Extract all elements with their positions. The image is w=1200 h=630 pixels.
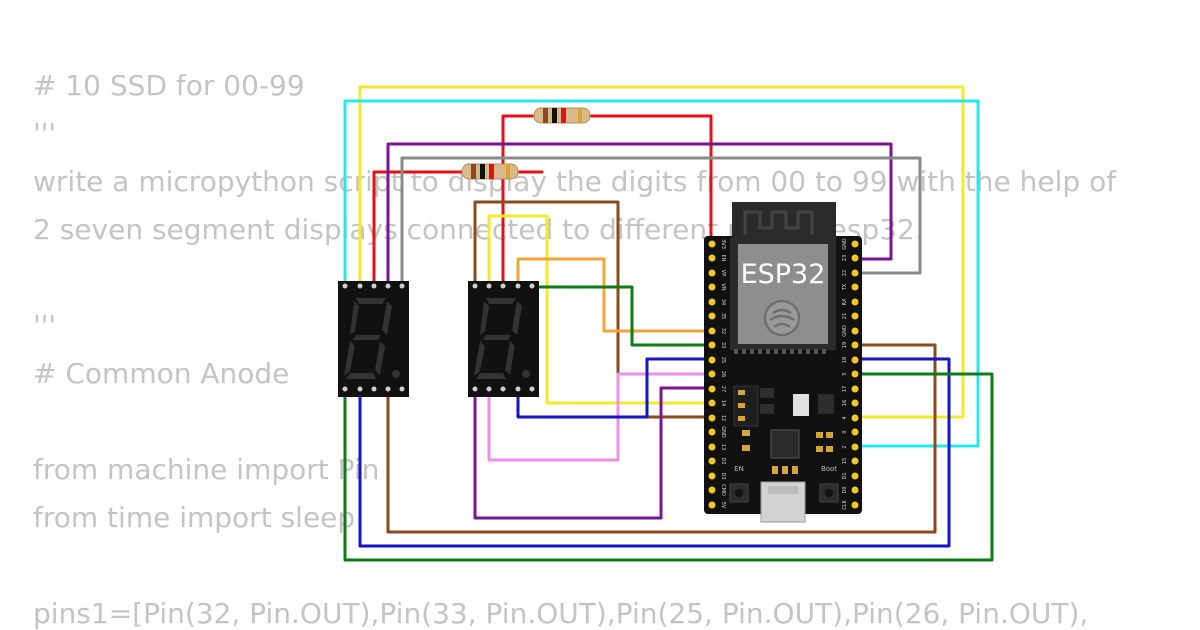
code-line: pins1=[Pin(32, Pin.OUT),Pin(33, Pin.OUT)… bbox=[33, 597, 1089, 630]
code-line: from machine import Pin bbox=[33, 453, 380, 486]
espressif-logo-icon bbox=[763, 299, 801, 337]
right-pin-labels: GND 23 22 TX RX 21 GND 19 18 5 17 16 4 0… bbox=[842, 238, 848, 510]
code-line: ''' bbox=[33, 309, 57, 342]
pin-label: EN bbox=[720, 255, 726, 262]
wire-brown-right-digit bbox=[473, 200, 713, 419]
wire-green-top bbox=[530, 285, 713, 347]
pin-label: 4 bbox=[842, 416, 848, 419]
wire-blue-right-digit bbox=[516, 357, 713, 419]
pin-dots bbox=[708, 240, 859, 509]
code-line: # Common Anode bbox=[33, 357, 290, 390]
pin-label: D2 bbox=[720, 457, 726, 464]
pin-label: 34 bbox=[720, 299, 726, 305]
pin-label: 5 bbox=[842, 372, 848, 375]
pin-label: 18 bbox=[842, 357, 848, 363]
esp32-board: ESP32 EN Boot bbox=[704, 202, 862, 523]
pin-label: 21 bbox=[842, 313, 848, 319]
wire-purple-top bbox=[386, 142, 893, 287]
seven-segment-display-right bbox=[468, 281, 539, 397]
pin-label: CLK bbox=[842, 500, 848, 510]
pin-label: 25 bbox=[720, 357, 726, 363]
chip-label: ESP32 bbox=[741, 259, 826, 290]
pin-label: 23 bbox=[842, 255, 848, 261]
resistor-top bbox=[533, 107, 591, 124]
pin-label: TX bbox=[842, 283, 848, 291]
pin-label: 13 bbox=[720, 444, 726, 450]
en-label: EN bbox=[734, 465, 744, 473]
wire-yellow-right-digit bbox=[487, 214, 713, 405]
pin-label: D1 bbox=[842, 472, 848, 479]
pin-label: GND bbox=[720, 426, 726, 438]
pin-label: RX bbox=[842, 298, 848, 305]
pin-label: 27 bbox=[720, 386, 726, 392]
pin-label: 35 bbox=[720, 313, 726, 319]
pin-label: CMD bbox=[720, 484, 726, 496]
wire-red-vcc bbox=[501, 114, 713, 287]
wire-orange bbox=[516, 257, 713, 333]
pin-label: GND bbox=[842, 325, 848, 337]
en-button[interactable] bbox=[729, 483, 749, 503]
pin-label: VN bbox=[720, 283, 726, 290]
pin-label: 2 bbox=[842, 445, 848, 448]
pin-label: 19 bbox=[842, 342, 848, 348]
wire-cyan-left bbox=[343, 99, 980, 448]
wire-pink bbox=[487, 372, 713, 462]
boot-label: Boot bbox=[821, 465, 837, 473]
antenna bbox=[732, 202, 836, 242]
seven-segment-display-left bbox=[338, 281, 409, 397]
pin-label: VP bbox=[720, 270, 726, 276]
boot-button[interactable] bbox=[819, 483, 839, 503]
pin-label: 32 bbox=[720, 328, 726, 334]
pin-label: 3V3 bbox=[720, 239, 726, 249]
pin-label: GND bbox=[842, 238, 848, 250]
wire-brown-bottom bbox=[386, 343, 937, 534]
wire-yellow-left bbox=[358, 85, 965, 419]
pin-label: 15 bbox=[842, 458, 848, 464]
wire-purple-bottom bbox=[473, 386, 713, 520]
code-line: from time import sleep bbox=[33, 501, 356, 534]
pin-label: 26 bbox=[720, 371, 726, 377]
pin-label: 33 bbox=[720, 342, 726, 348]
pin-label: 22 bbox=[842, 270, 848, 276]
wire-blue-bottom bbox=[358, 357, 951, 548]
left-pin-labels: 3V3 EN VP VN 34 35 32 33 25 26 27 14 12 … bbox=[720, 239, 726, 509]
code-line: ''' bbox=[33, 117, 57, 150]
pin-label: D0 bbox=[842, 486, 848, 493]
pin-label: D3 bbox=[720, 472, 726, 479]
micro-usb-connector-icon bbox=[760, 481, 806, 523]
wire-gray-top bbox=[400, 156, 922, 287]
pin-label: 16 bbox=[842, 400, 848, 406]
pin-label: 12 bbox=[720, 415, 726, 421]
pin-label: 17 bbox=[842, 386, 848, 392]
wire-red-left bbox=[372, 170, 464, 287]
pin-label: 5V bbox=[720, 502, 726, 509]
pin-label: 0 bbox=[842, 430, 848, 433]
code-line: write a micropython script to display th… bbox=[33, 165, 1117, 198]
pin-label: 14 bbox=[720, 400, 726, 406]
code-line: # 10 SSD for 00-99 bbox=[33, 69, 305, 102]
wire-green-bottom bbox=[343, 372, 994, 562]
resistor-left bbox=[461, 163, 519, 180]
